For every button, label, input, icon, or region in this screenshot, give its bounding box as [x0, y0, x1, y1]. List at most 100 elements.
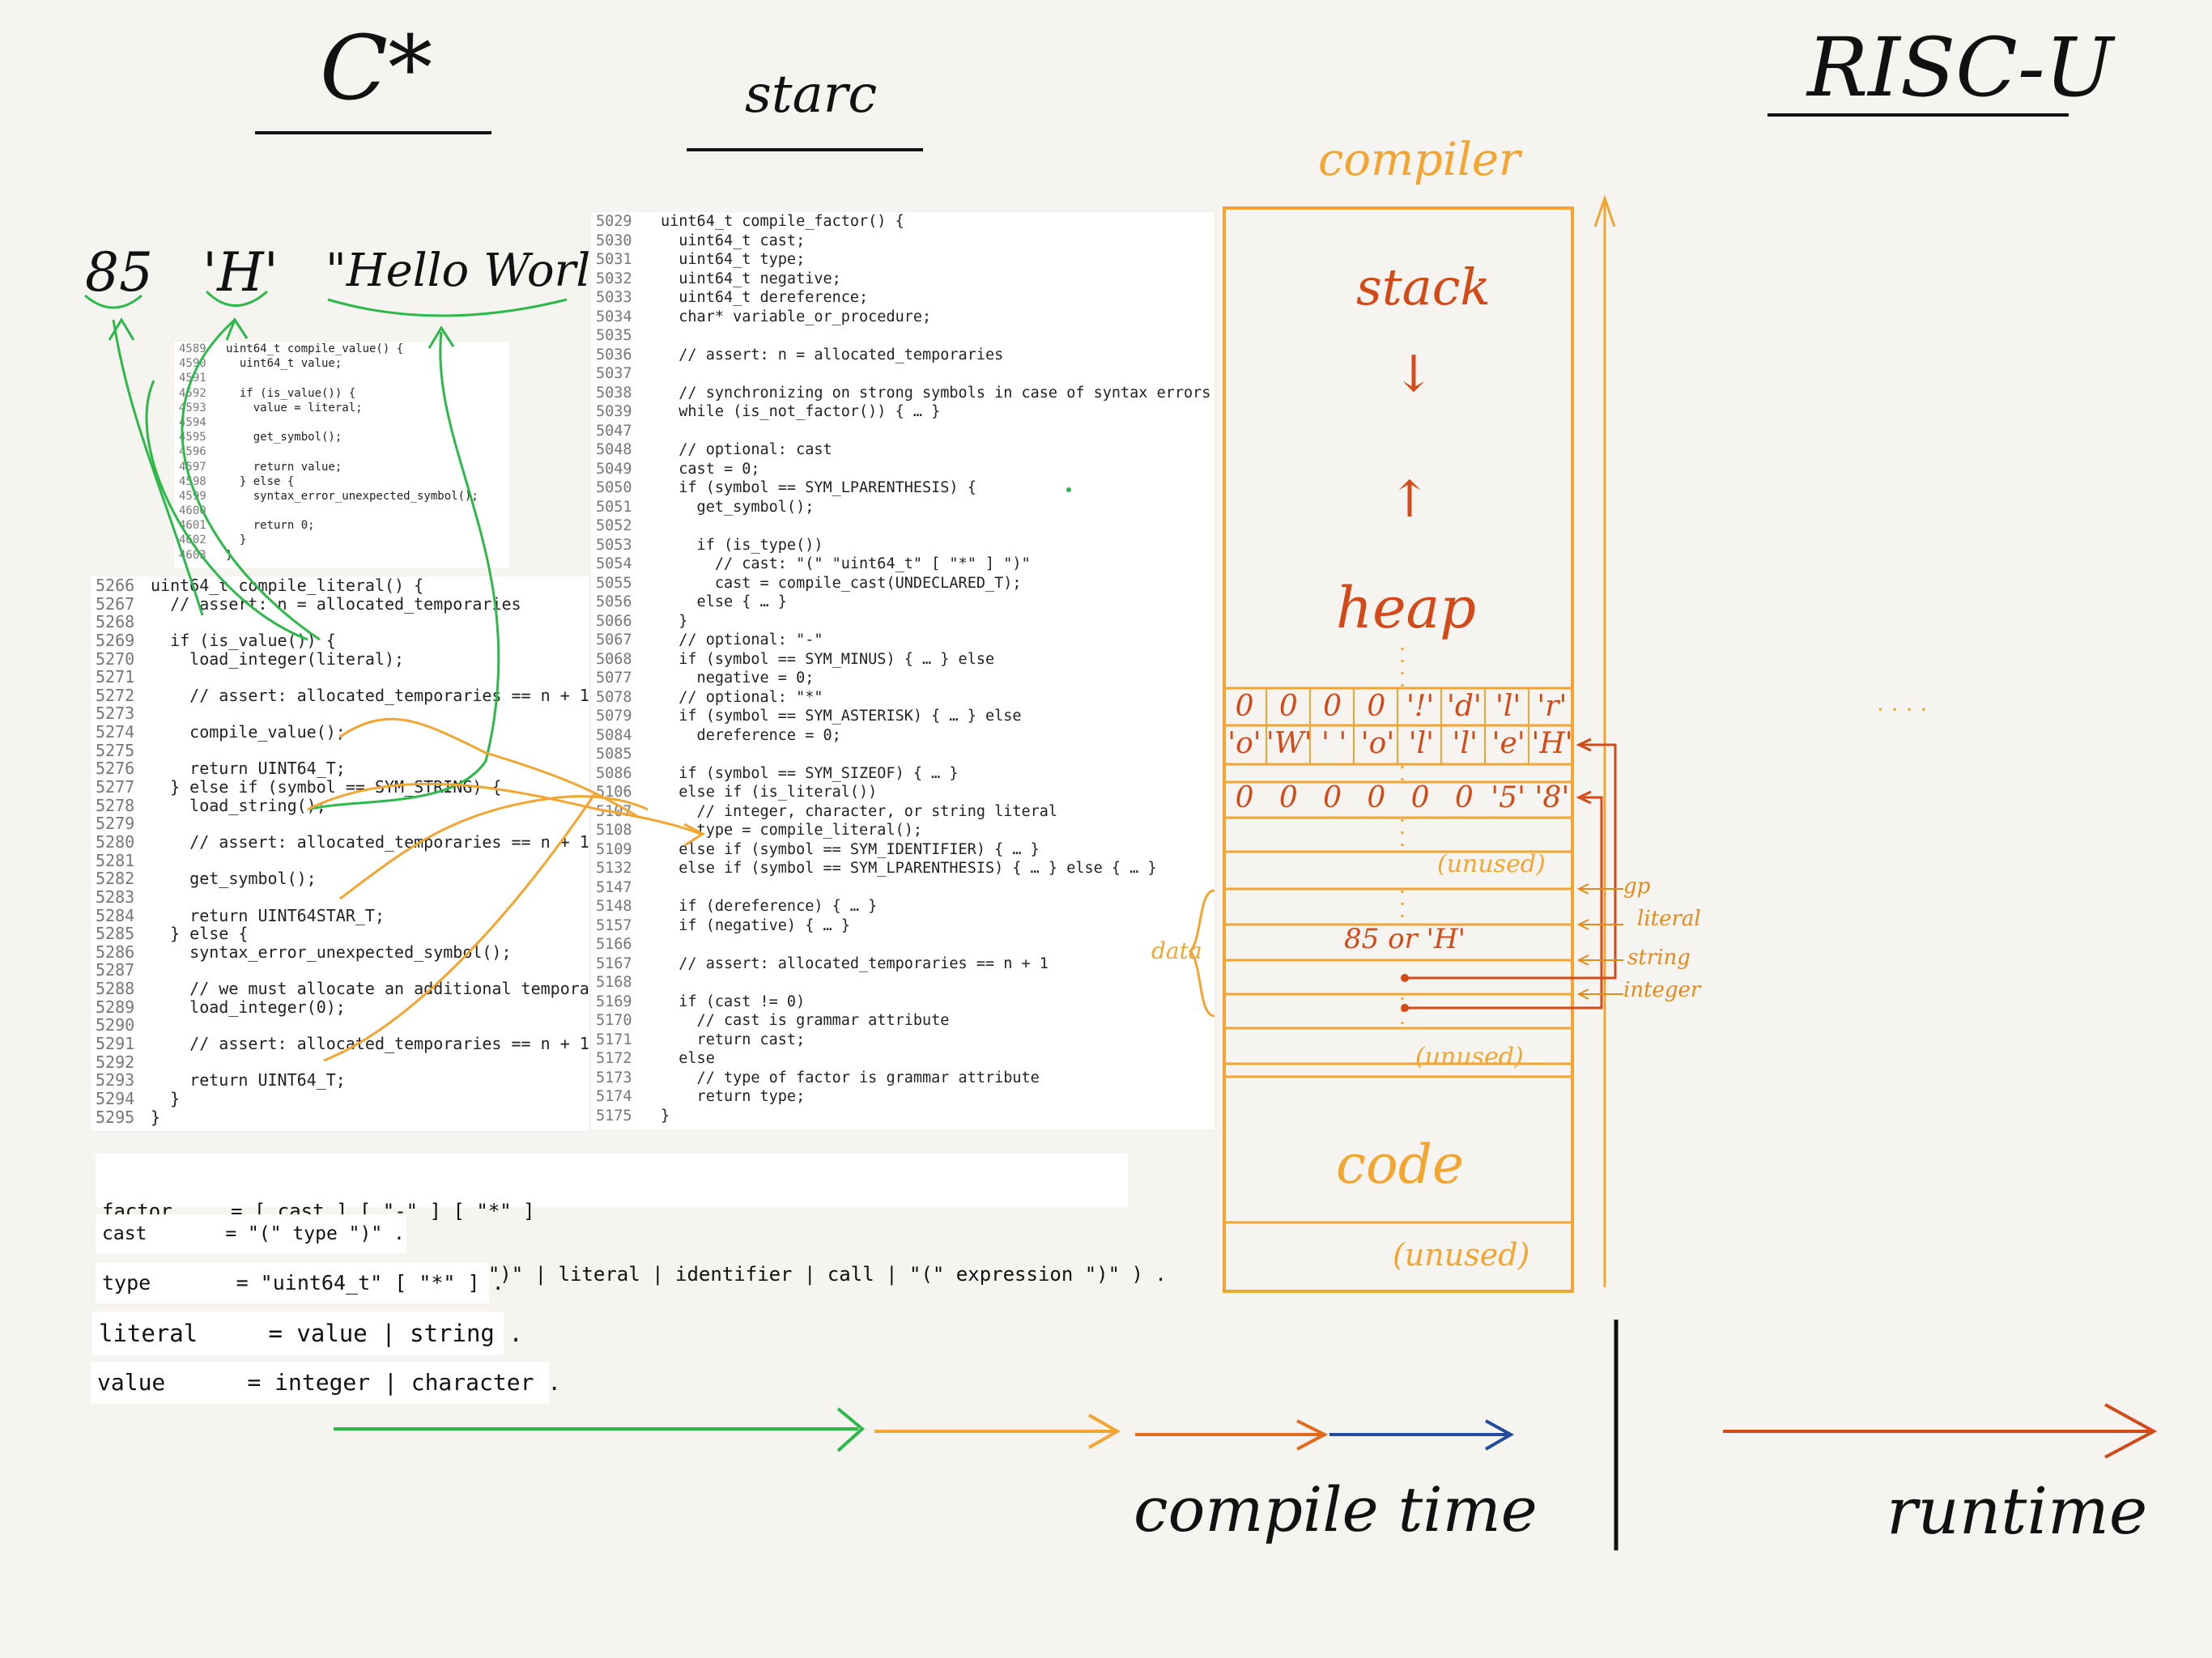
line-number: 5269: [96, 630, 135, 650]
memory-cell: 'o': [1360, 727, 1395, 760]
code-text: // assert: n = allocated_temporaries: [151, 593, 521, 614]
code-line: 5036 // assert: n = allocated_temporarie…: [591, 346, 1214, 365]
line-number: 5276: [96, 759, 135, 779]
code-text: // assert: allocated_temporaries == n + …: [151, 1034, 589, 1054]
line-number: 5274: [96, 722, 135, 742]
memory-cell: 'o': [1227, 727, 1261, 760]
grammar-cast: cast = "(" type ")" .: [96, 1214, 406, 1253]
line-number: 4599: [179, 489, 206, 503]
code-text: load_integer(0);: [151, 997, 346, 1017]
code-line: 5038 // synchronizing on strong symbols …: [591, 384, 1214, 403]
line-number: 5079: [596, 708, 632, 725]
runtime-label: runtime: [1887, 1473, 2148, 1549]
annotation-integer: integer: [1623, 978, 1701, 1002]
code-text: // optional: cast: [661, 441, 832, 458]
code-line: 5289 load_integer(0);: [91, 998, 589, 1017]
code-line: 5166: [591, 935, 1214, 954]
memory-cell: 0: [1323, 690, 1342, 723]
line-number: 5048: [596, 441, 632, 458]
code-line: 5278 load_string();: [91, 797, 589, 815]
code-text: uint64_t value;: [226, 357, 342, 371]
line-number: 4589: [179, 342, 206, 355]
code-line: 5106 else if (is_literal()): [591, 783, 1214, 802]
stack-label: stack: [1356, 257, 1491, 317]
code-text: if (symbol == SYM_ASTERISK) { … } else: [661, 708, 1022, 725]
line-number: 5168: [596, 974, 632, 991]
memory-cell: 'l': [1495, 690, 1521, 723]
code-line: 5084 dereference = 0;: [591, 726, 1214, 746]
code-line: 4600: [174, 504, 509, 518]
line-number: 5284: [96, 905, 135, 925]
line-number: 4603: [179, 548, 206, 562]
code-line: 5148 if (dereference) { … }: [591, 897, 1214, 916]
line-number: 5167: [596, 954, 632, 972]
code-text: dereference = 0;: [661, 726, 841, 744]
line-number: 5166: [596, 936, 632, 953]
line-number: 5030: [596, 232, 632, 249]
heading-c-star: C*: [320, 16, 433, 120]
code-text: else if (is_literal()): [661, 784, 878, 801]
line-number: 5037: [596, 365, 632, 382]
code-line: 5291 // assert: allocated_temporaries ==…: [91, 1035, 589, 1053]
code-text: // we must allocate an additional tempor…: [151, 979, 609, 999]
code-line: 5272 // assert: allocated_temporaries ==…: [91, 687, 589, 705]
code-text: }: [661, 1107, 670, 1124]
code-text: [661, 973, 1214, 993]
code-line: 5066 }: [591, 612, 1214, 631]
code-text: [151, 742, 589, 760]
code-line: 4596: [174, 444, 509, 459]
line-number: 5050: [596, 479, 632, 496]
code-text: uint64_t compile_literal() {: [151, 576, 424, 595]
code-line: 4602 }: [174, 533, 509, 547]
code-text: return value;: [226, 460, 342, 474]
unused-label-1: (unused): [1437, 850, 1546, 878]
code-line: 5285 } else {: [91, 925, 589, 943]
line-number: 5172: [596, 1050, 632, 1067]
code-text: char* variable_or_procedure;: [661, 308, 932, 325]
line-number: 5036: [596, 346, 632, 363]
code-line: 5107 // integer, character, or string li…: [591, 802, 1214, 822]
line-number: 5295: [96, 1107, 135, 1127]
code-text: // synchronizing on strong symbols in ca…: [661, 384, 1211, 402]
line-number: 5170: [596, 1012, 632, 1029]
line-number: 4601: [179, 519, 206, 533]
code-line: 4601 return 0;: [174, 518, 509, 533]
heading-starc: starc: [745, 65, 878, 125]
memory-cell: 0: [1367, 690, 1386, 723]
line-number: 5281: [96, 850, 135, 870]
code-text: else { … }: [661, 593, 787, 610]
line-number: 5288: [96, 979, 135, 999]
code-text: }: [226, 548, 233, 562]
line-number: 5055: [596, 574, 632, 592]
code-text: // optional: "*": [661, 688, 823, 706]
code-line: 5174 return type;: [591, 1087, 1214, 1107]
line-number: 5132: [596, 860, 632, 877]
code-line: 5271: [91, 668, 589, 687]
grammar-factor: factor = [ cast ] [ "-" ] [ "*" ] ( "siz…: [96, 1154, 1167, 1285]
code-text: else if (symbol == SYM_LPARENTHESIS) { ……: [661, 860, 1157, 877]
line-number: 5174: [596, 1088, 632, 1105]
code-text: get_symbol();: [151, 869, 317, 889]
code-text: value = literal;: [226, 401, 363, 414]
compile-time-label: compile time: [1134, 1473, 1538, 1545]
code-line: 5035: [591, 326, 1214, 346]
line-number: 5292: [96, 1052, 135, 1072]
code-line: 5167 // assert: allocated_temporaries ==…: [591, 954, 1214, 974]
code-text: return UINT64STAR_T;: [151, 905, 385, 925]
code-line: 5050 if (symbol == SYM_LPARENTHESIS) {: [591, 478, 1214, 498]
line-number: 5086: [596, 764, 632, 782]
literal-character: 'H': [202, 241, 279, 304]
heading-risc-u-underline: [1767, 113, 2069, 117]
line-number: 5175: [596, 1107, 632, 1124]
grammar-type: type = "uint64_t" [ "*" ] .: [96, 1263, 504, 1303]
code-line: 5275: [91, 742, 589, 760]
line-number: 5270: [96, 648, 135, 669]
code-text: // cast: "(" "uint64_t" [ "*" ] ")": [661, 555, 1031, 572]
code-line: 5053 if (is_type()): [591, 536, 1214, 555]
code-text: [661, 745, 1214, 764]
code-line: 5279: [91, 814, 589, 833]
line-number: 5077: [596, 670, 632, 687]
line-number: 4591: [179, 372, 206, 385]
code-line: 4595 get_symbol();: [174, 430, 509, 444]
